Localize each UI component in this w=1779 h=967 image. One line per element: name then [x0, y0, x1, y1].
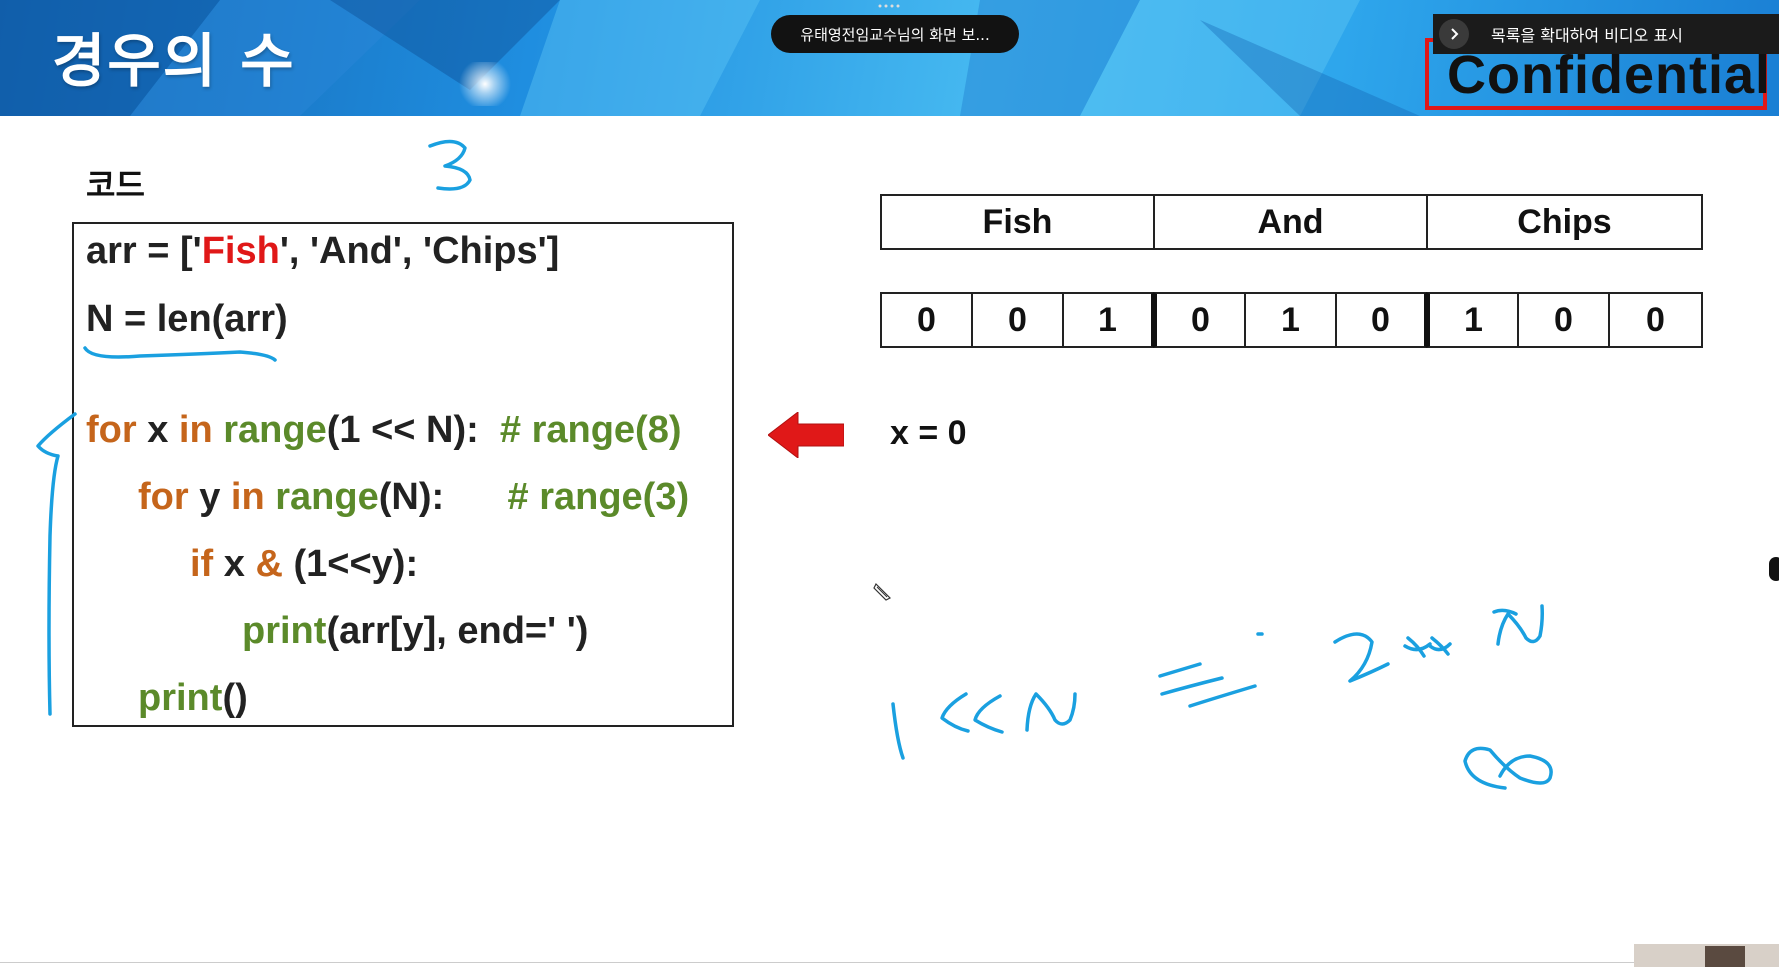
side-handle[interactable] [1769, 557, 1779, 581]
ink-formula-1 [891, 702, 905, 760]
ink-star1 [1403, 636, 1432, 658]
bottom-divider [0, 962, 1779, 963]
header-cell-chips: Chips [1426, 194, 1703, 250]
code-line-arr: arr = ['Fish', 'And', 'Chips'] [86, 230, 560, 272]
red-arrow-icon [768, 412, 844, 458]
code-section-label: 코드 [86, 166, 145, 204]
video-thumbnail-figure [1705, 946, 1745, 967]
handwriting-layer [36, 139, 1553, 790]
code-line-if: if x & (1<<y): [190, 543, 419, 585]
ink-eq2 [1160, 676, 1224, 696]
ink-formula-N1 [1025, 692, 1077, 732]
chevron-right-icon[interactable] [1439, 19, 1469, 49]
expand-video-list-bar[interactable]: 목록을 확대하여 비디오 표시 [1433, 14, 1779, 54]
ink-left-arrow [36, 412, 77, 716]
ink-eq3 [1188, 684, 1257, 708]
code-line-n: N = len(arr) [86, 298, 288, 340]
confidential-label: Confidential [1447, 45, 1771, 105]
header-cell-fish: Fish [880, 194, 1155, 250]
ink-eight [1463, 746, 1553, 790]
page-title: 경우의 수 [52, 27, 296, 95]
header-cell-and: And [1153, 194, 1428, 250]
ink-digit-3 [428, 139, 472, 191]
ink-eq1 [1158, 662, 1202, 678]
expand-video-list-label: 목록을 확대하여 비디오 표시 [1491, 26, 1683, 45]
ink-formula-lt2 [973, 694, 1004, 734]
light-flare [455, 62, 515, 106]
ink-two [1333, 632, 1390, 683]
ink-underline [83, 346, 277, 362]
pen-cursor-icon [873, 582, 892, 601]
screen-share-indicator[interactable]: 유태영전임교수님의 화면 보... [771, 15, 1019, 53]
bit-cell: 0 [1608, 292, 1703, 348]
ink-star2 [1428, 636, 1452, 656]
code-line-print-item: print(arr[y], end=' ') [242, 610, 589, 652]
code-line-print-newline: print() [138, 677, 248, 719]
code-line-outer-for: for x in range(1 << N): # range(8) [86, 409, 682, 451]
ink-N2 [1492, 604, 1544, 646]
banner-background [0, 0, 1420, 116]
x-value-label: x = 0 [890, 414, 967, 452]
code-block [72, 222, 734, 727]
code-line-inner-for: for y in range(N): # range(3) [138, 476, 690, 518]
ink-formula-lt1 [940, 692, 970, 733]
drag-handle-icon[interactable] [876, 2, 904, 10]
